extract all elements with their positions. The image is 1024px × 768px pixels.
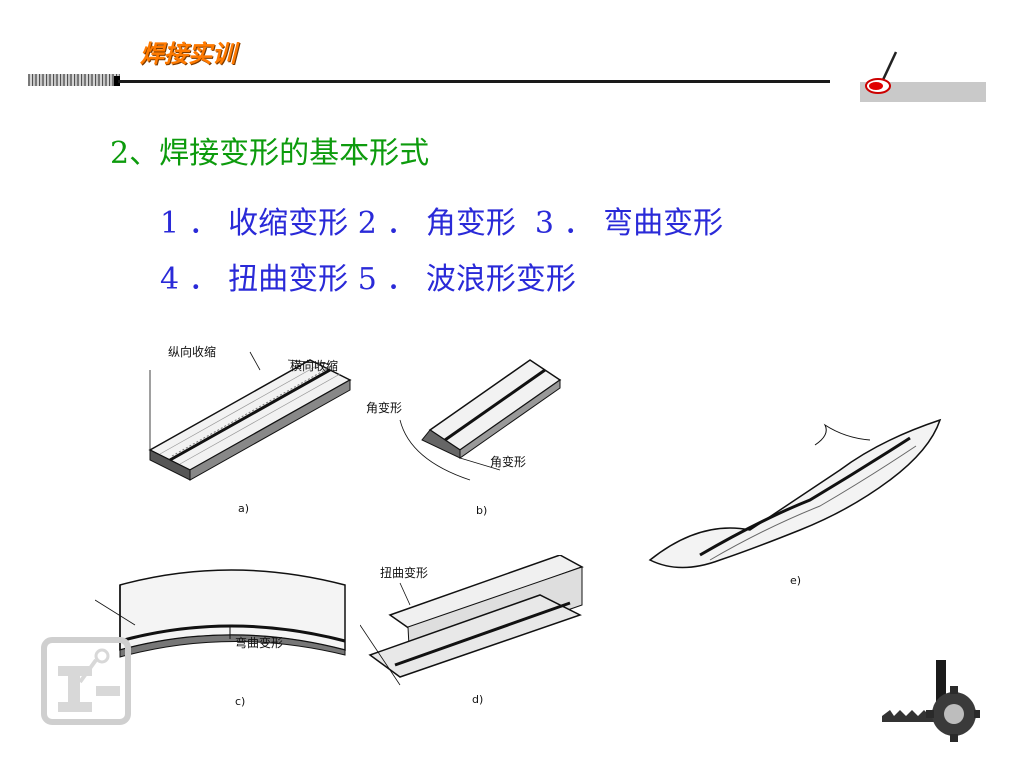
- header-dots-decoration: [28, 74, 120, 86]
- section-title: 2、焊接变形的基本形式: [110, 136, 430, 171]
- figure-e-caption: e): [790, 574, 801, 587]
- figure-b-caption: b): [476, 504, 487, 517]
- header-divider: [118, 80, 830, 83]
- figure-b-angular: 角变形 角变形 b): [366, 359, 562, 517]
- figure-d-caption: d): [472, 693, 483, 706]
- figure-c-caption: c): [235, 695, 245, 708]
- figure-e-wave: e): [648, 418, 942, 587]
- figure-a-shrinkage: 纵向收缩 横向收缩 a): [148, 344, 352, 515]
- figure-d-twisting: 扭曲变形 d): [360, 555, 584, 706]
- figure-a-label-transverse: 横向收缩: [290, 358, 338, 373]
- figure-c-label-bend: 弯曲变形: [235, 635, 283, 650]
- deformation-list-line-1: 1 ． 收缩变形 2 ． 角变形 3 ． 弯曲变形: [160, 206, 724, 241]
- header-line-cap: [114, 76, 120, 86]
- figure-c-bending: 弯曲变形 c): [95, 569, 346, 708]
- figure-a-caption: a): [238, 502, 249, 515]
- figure-b-label-angle-top: 角变形: [366, 400, 402, 415]
- header-title: 焊接实训: [140, 40, 236, 68]
- deformation-list-line-2: 4 ． 扭曲变形 5 ． 波浪形变形: [160, 262, 576, 297]
- figure-d-label-twist: 扭曲变形: [380, 565, 428, 580]
- header-gray-bar: [860, 82, 986, 102]
- gear-saw-icon: [882, 660, 980, 742]
- welding-torch-icon: [865, 51, 898, 94]
- figure-b-label-angle-bottom: 角变形: [490, 454, 526, 469]
- logo-icon: [41, 637, 131, 725]
- figure-a-label-longitudinal: 纵向收缩: [168, 344, 216, 359]
